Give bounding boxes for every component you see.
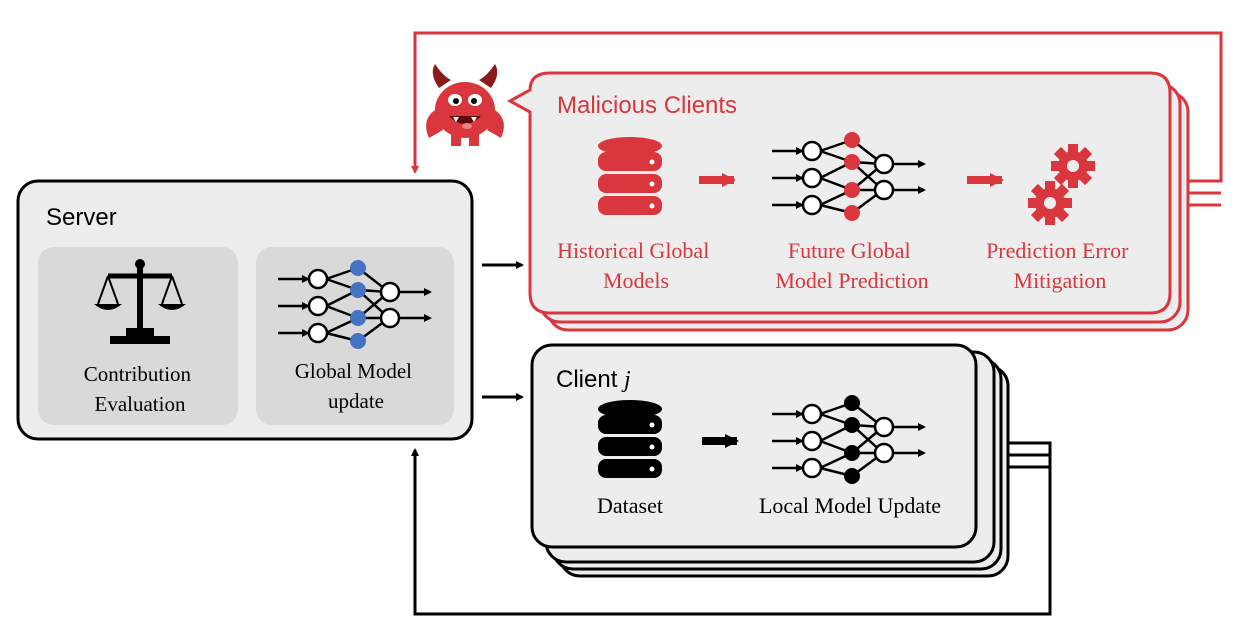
svg-text:Contribution Evaluation: Contribution Evaluation: [84, 362, 197, 416]
svg-text:Prediction Error Mitigat: Prediction Error Mitigation: [986, 238, 1134, 293]
contribution-label-1: Contribution: [84, 362, 192, 386]
svg-text:Historical Global Models: Historical Global Models: [557, 238, 715, 293]
server-title: Server: [46, 204, 117, 231]
local-update-label: Local Model Update: [759, 493, 941, 518]
global-update-label-1: Global Model: [295, 359, 412, 383]
client-panel: Client j Dataset Local Model Update: [530, 343, 1010, 578]
mitigation-label-2: Mitigation: [1014, 268, 1107, 293]
database-icon: [598, 400, 662, 478]
malicious-title: Malicious Clients: [557, 92, 737, 119]
global-update-label-2: update: [328, 389, 384, 413]
future-label-1: Future Global: [788, 238, 911, 263]
server-panel: Server Contribution Evaluation: [16, 179, 474, 441]
svg-text:Global Model update: Global Model update: [295, 359, 417, 413]
contribution-label-2: Evaluation: [95, 392, 186, 416]
future-label-2: Model Prediction: [775, 268, 928, 293]
mitigation-label-1: Prediction Error: [986, 238, 1129, 263]
database-icon: [598, 137, 662, 215]
historical-label-1: Historical Global: [557, 238, 709, 263]
gears-icon: [1028, 144, 1095, 225]
neural-network-icon: [772, 132, 924, 221]
historical-label-2: Models: [603, 268, 669, 293]
malicious-clients-panel: Malicious Clients Historical Global Mode…: [506, 71, 1190, 332]
neural-network-icon: [278, 260, 430, 349]
client-title: Client j: [556, 366, 631, 393]
devil-icon: [426, 64, 504, 146]
scale-icon: [94, 259, 186, 344]
neural-network-icon: [772, 395, 924, 484]
svg-text:Future Global Model Pred: Future Global Model Prediction: [775, 238, 928, 293]
dataset-label: Dataset: [597, 493, 663, 518]
